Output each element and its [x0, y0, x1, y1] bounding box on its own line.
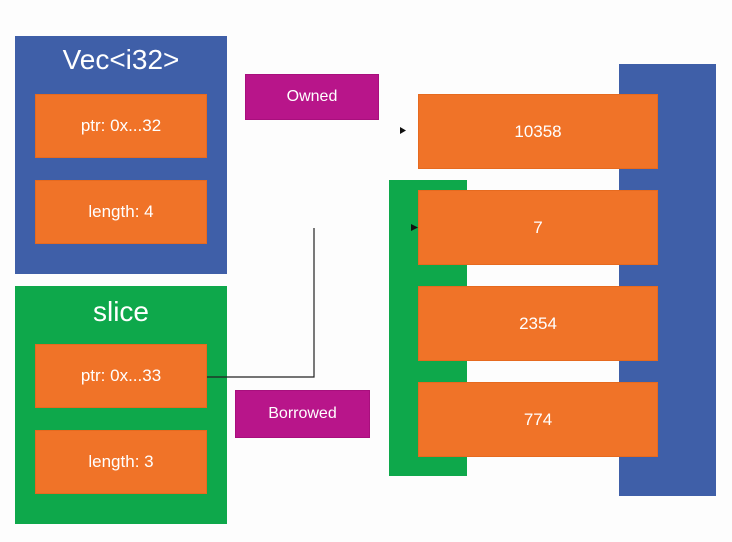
- slice-length-field: length: 3: [35, 430, 207, 494]
- vec-title: Vec<i32>: [62, 44, 180, 75]
- memory-cell: 774: [418, 382, 658, 457]
- owned-arrow-head: [400, 127, 406, 134]
- vec-length-field: length: 4: [35, 180, 207, 244]
- memory-cell: 10358: [418, 94, 658, 169]
- slice-ptr-field: ptr: 0x...33: [35, 344, 207, 408]
- vec-ptr-field: ptr: 0x...32: [35, 94, 207, 158]
- memory-cell: 7: [418, 190, 658, 265]
- owned-label: Owned: [245, 74, 379, 120]
- borrowed-label: Borrowed: [235, 390, 370, 438]
- memory-cell: 2354: [418, 286, 658, 361]
- slice-title: slice: [92, 296, 149, 327]
